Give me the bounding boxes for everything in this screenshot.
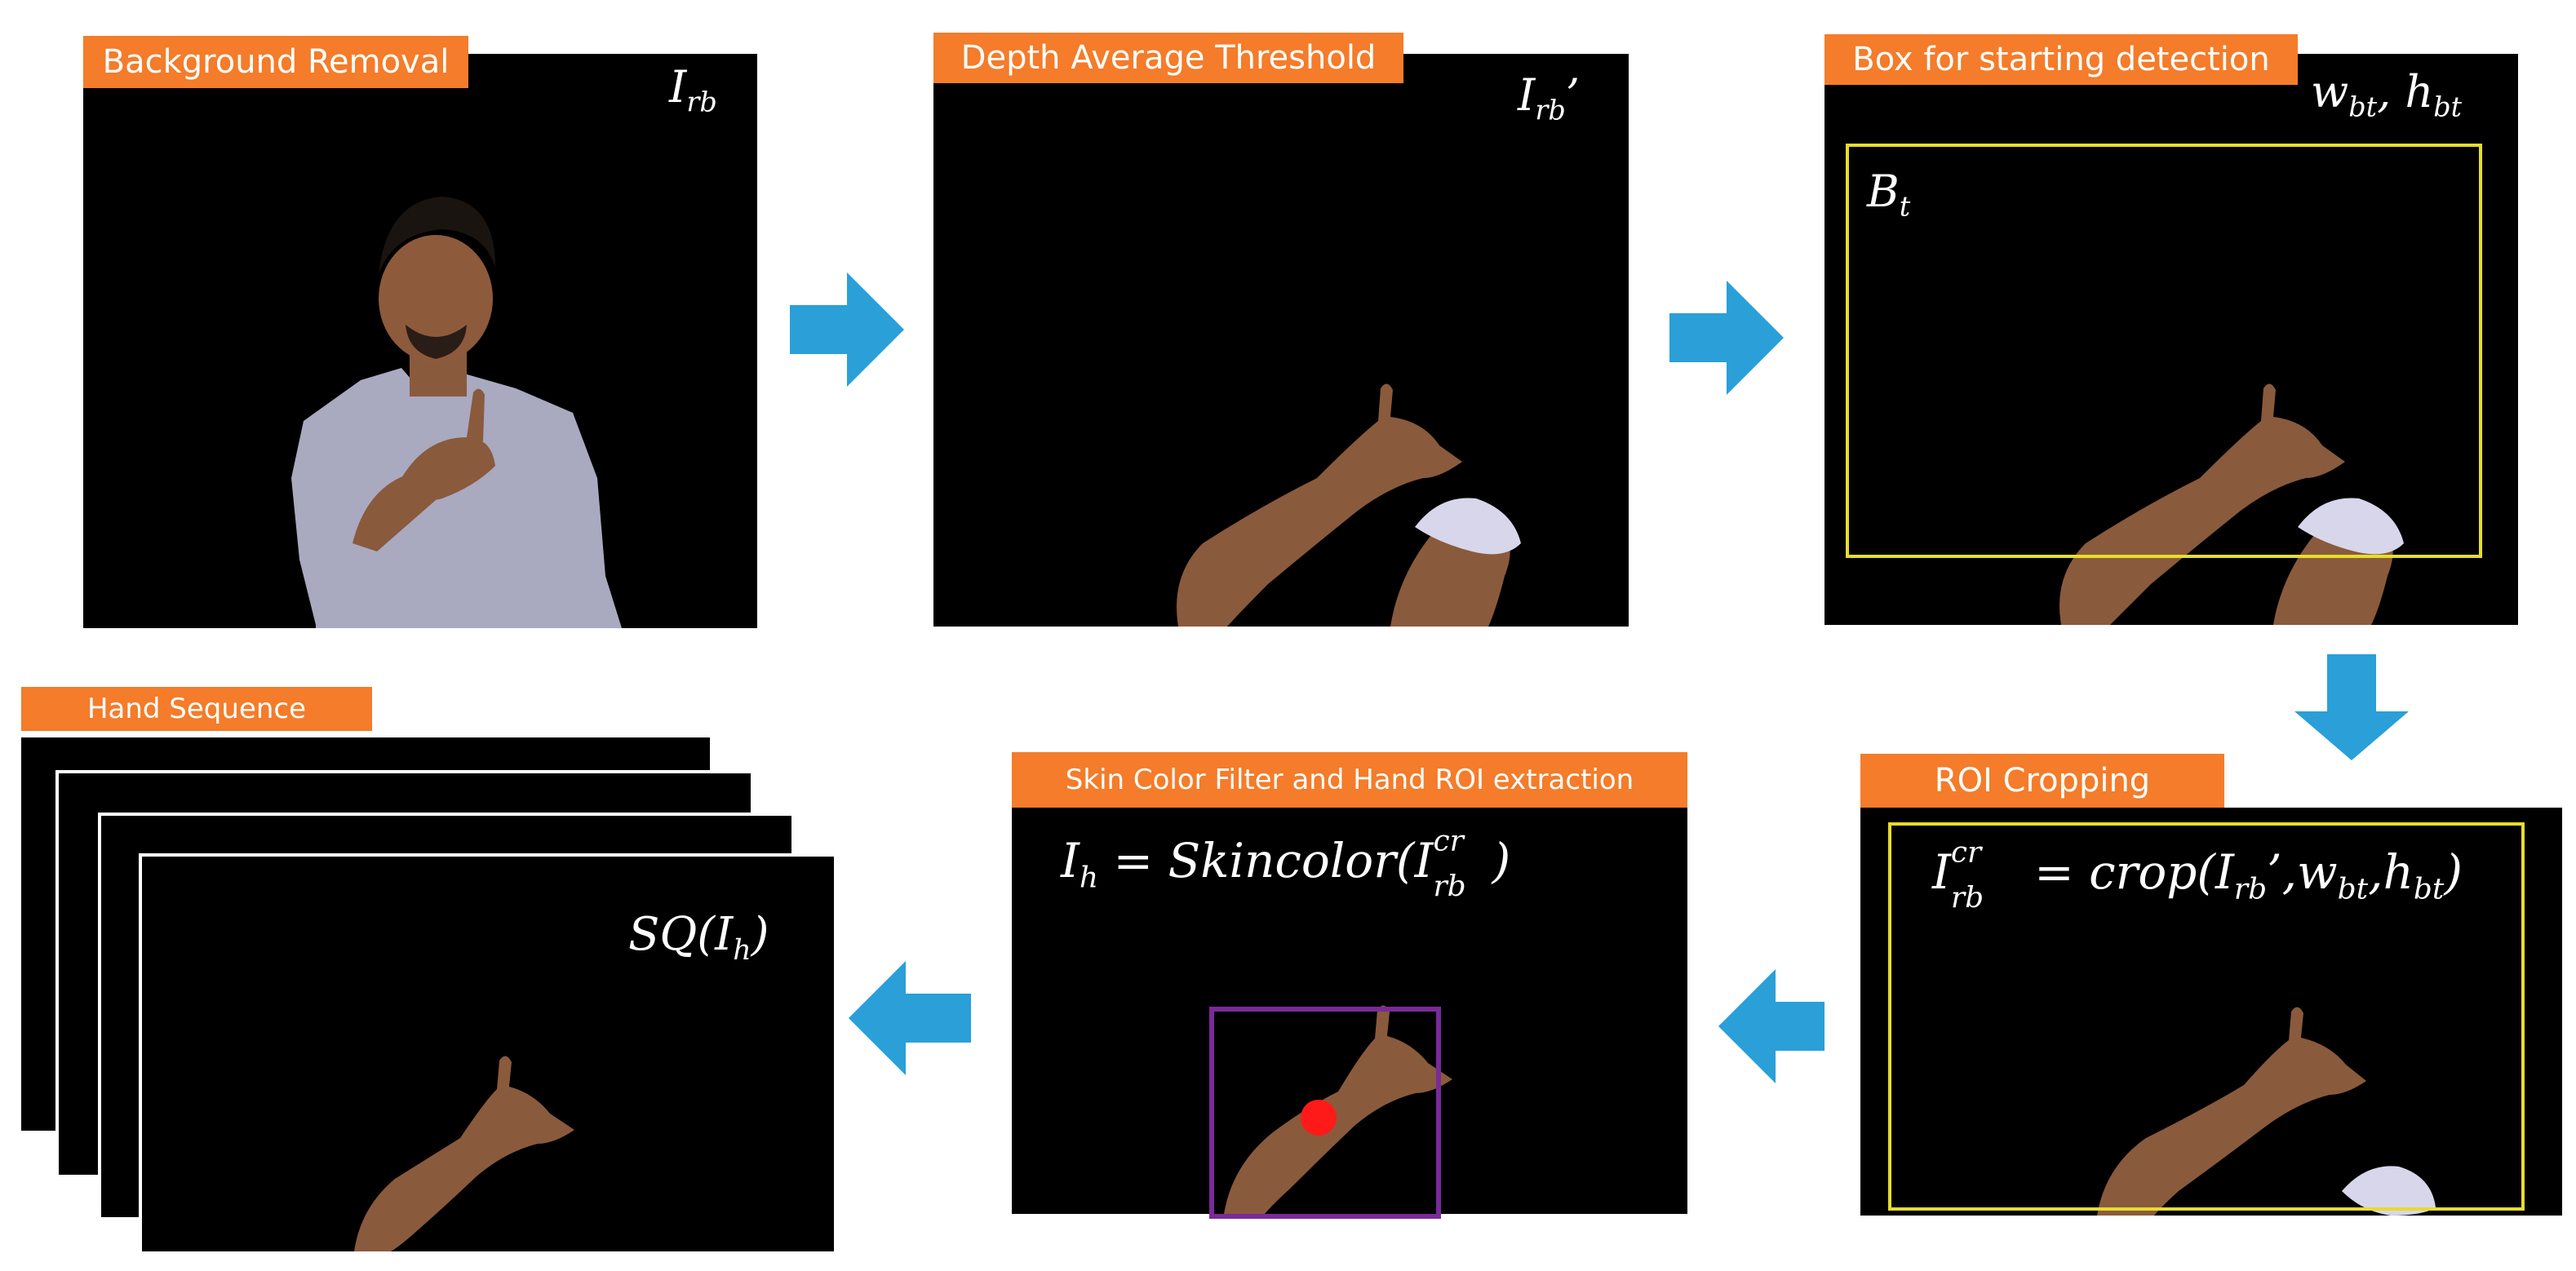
arrow-left-icon xyxy=(849,961,971,1075)
label-hand-sequence: Hand Sequence xyxy=(21,687,372,731)
arrow-right-icon xyxy=(790,272,904,387)
hand-silhouette xyxy=(354,1056,574,1251)
arm-silhouette xyxy=(1177,383,1521,627)
math-irb-prime: Irb’ xyxy=(1518,69,1580,126)
panel-roi-cropping xyxy=(1860,808,2562,1216)
arm-silhouette xyxy=(2097,1007,2436,1216)
math-irb: Irb xyxy=(669,61,717,118)
hand-roi-box xyxy=(1209,1007,1441,1219)
label-depth-average: Depth Average Threshold xyxy=(933,33,1403,83)
arrow-right-icon xyxy=(1669,281,1784,395)
math-wbt-hbt: wbt, hbt xyxy=(2311,66,2463,123)
label-skin-filter: Skin Color Filter and Hand ROI extractio… xyxy=(1012,752,1687,808)
math-sq: SQ(Ih) xyxy=(628,908,769,968)
sequence-frame-4 xyxy=(139,853,837,1255)
label-roi-cropping: ROI Cropping xyxy=(1860,754,2224,808)
panel-depth-average xyxy=(933,54,1629,627)
arrow-left-icon xyxy=(1718,969,1824,1083)
detection-box-bt xyxy=(1846,144,2482,558)
arm-silhouette xyxy=(2059,383,2404,625)
panel-skin-filter xyxy=(1012,806,1687,1214)
centroid-marker xyxy=(1301,1100,1337,1136)
person-silhouette xyxy=(291,197,622,628)
math-bh: Bh(Ih) xyxy=(1449,1066,1578,1128)
label-box-detection: Box for starting detection xyxy=(1824,34,2298,85)
math-bt: Bt xyxy=(1867,166,1911,223)
hand-silhouette xyxy=(1224,1005,1452,1214)
panel-background-removal xyxy=(83,54,757,628)
arrow-down-icon xyxy=(2294,654,2409,760)
label-background-removal: Background Removal xyxy=(83,36,468,88)
crop-box xyxy=(1888,822,2525,1211)
panel-box-detection xyxy=(1824,54,2518,625)
